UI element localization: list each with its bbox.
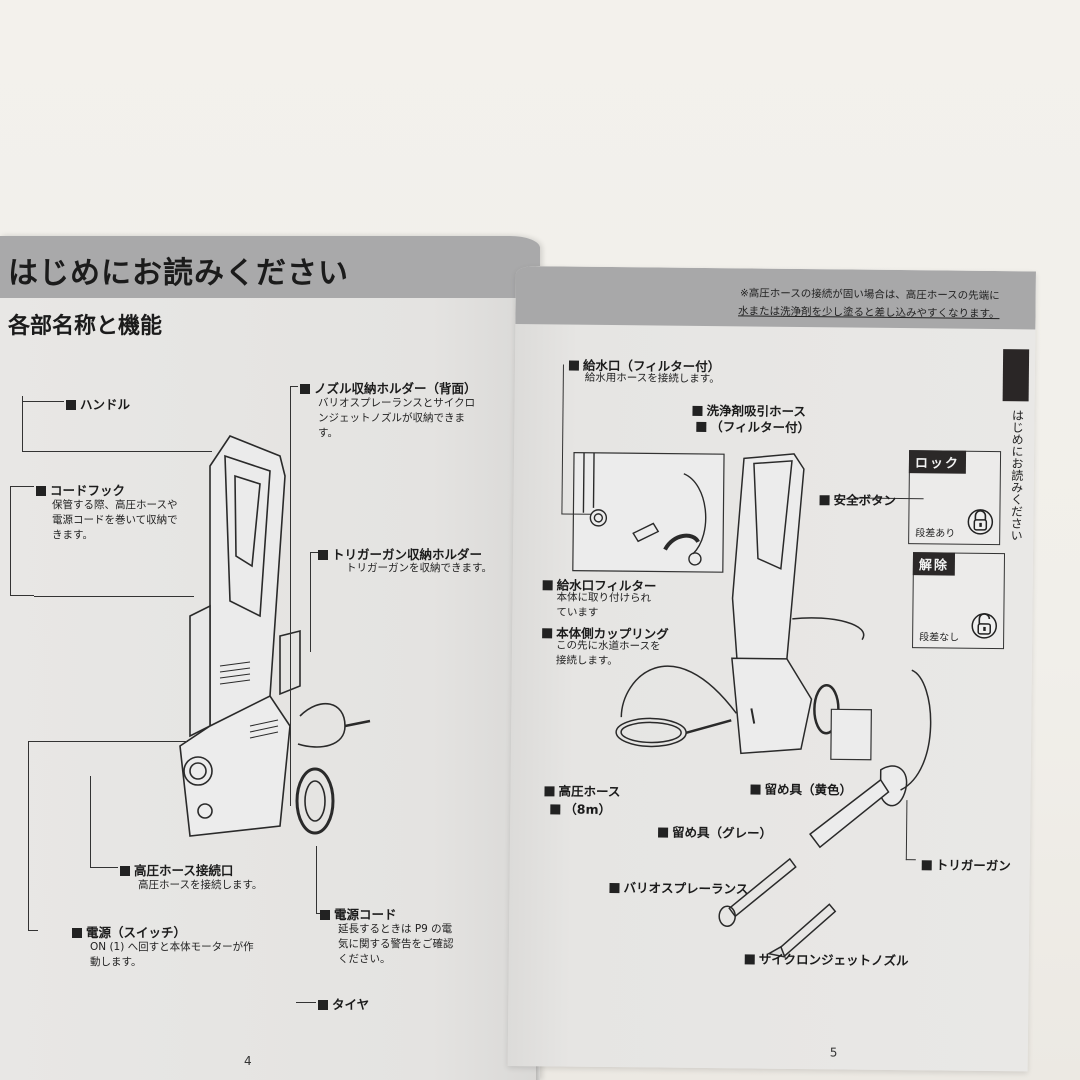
lock-closed-icon	[967, 509, 994, 535]
lock-tag: ロック	[908, 450, 967, 474]
chapter-tab	[1002, 349, 1030, 402]
part-desc-power-switch: ON (1) へ回すと本体モーターが作動します。	[90, 941, 254, 968]
part-label-power-cord: 電源コード	[320, 904, 397, 923]
part-label-trigger-gun: トリガーガン	[922, 854, 1011, 874]
header-note: ※高圧ホースの接続が固い場合は、高圧ホースの先端に 水または洗浄剤を少し塗ると差…	[738, 284, 1000, 323]
water-inlet-detail-illustration	[572, 452, 725, 573]
leader-line	[290, 386, 298, 806]
leader-line	[905, 800, 917, 861]
part-desc-trigger-gun-holder: トリガーガンを収納できます。	[346, 562, 492, 574]
pressure-washer-with-hose-illustration	[615, 453, 865, 755]
header-band	[0, 236, 540, 298]
part-desc-coupling: この先に水道ホースを接続します。	[555, 639, 661, 668]
part-label-vario-lance: バリオスプレーランス	[609, 877, 748, 897]
part-desc-power-cord: 延長するときは P9 の電気に関する警告をご確認ください。	[338, 923, 454, 965]
lance-nozzle-gun-illustration	[718, 669, 932, 958]
page-number: 5	[829, 1045, 838, 1060]
unlock-tag: 解除	[912, 552, 956, 576]
part-label-hose-connector: 高圧ホース接続口	[120, 860, 233, 879]
lock-open-icon	[971, 613, 998, 639]
part-desc-water-inlet: 給水用ホースを接続します。	[584, 371, 720, 386]
part-desc-inlet-filter: 本体に取り付けられています	[556, 591, 652, 619]
leader-line	[34, 596, 194, 597]
part-desc-hose-connector: 高圧ホースを接続します。	[138, 879, 263, 891]
leader-line	[28, 741, 38, 931]
leader-line	[28, 741, 188, 742]
safety-lock-panel: ロック 段差あり	[908, 450, 1002, 546]
safety-unlock-panel: 解除 段差なし	[912, 552, 1006, 650]
page-title: はじめにお読みください	[8, 256, 349, 291]
part-label-safety-button: 安全ボタン	[819, 489, 896, 509]
unlock-caption: 段差なし	[919, 632, 960, 644]
leader-line	[296, 1002, 316, 1003]
part-label-clip-yellow: 留め具（黄色）	[750, 778, 852, 798]
part-label-trigger-gun-holder: トリガーガン収納ホルダー	[318, 544, 482, 563]
leader-line	[10, 486, 34, 596]
leader-line	[561, 364, 593, 515]
page-number: 4	[244, 1054, 252, 1068]
part-label-detergent-hose-filter: （フィルター付）	[696, 416, 810, 436]
part-label-clip-gray: 留め具（グレー）	[658, 822, 772, 842]
pressure-washer-illustration	[179, 435, 371, 837]
leader-line	[22, 396, 212, 452]
note-line-2: 水または洗浄剤を少し塗ると差し込みやすくなります。	[738, 305, 1000, 321]
part-label-high-pressure-hose: 高圧ホース	[544, 780, 620, 800]
part-label-nozzle-holder: ノズル収納ホルダー（背面）	[300, 378, 477, 397]
part-label-cord-hook: コードフック	[36, 480, 125, 499]
part-desc-cord-hook: 保管する際、高圧ホースや電源コードを巻いて収納できます。	[52, 499, 178, 541]
leader-line	[310, 552, 318, 652]
part-label-hose-length: （8m）	[550, 798, 611, 818]
left-page: はじめにお読みください 各部名称と機能	[0, 236, 540, 1080]
part-label-handle: ハンドル	[66, 394, 130, 413]
chapter-tab-text: はじめにお読みください	[1009, 409, 1025, 542]
lock-caption: 段差あり	[915, 528, 956, 540]
part-label-tire: タイヤ	[318, 994, 369, 1013]
leader-line	[90, 776, 118, 868]
part-label-cyclone-nozzle: サイクロンジェットノズル	[745, 948, 909, 969]
section-title: 各部名称と機能	[8, 314, 163, 339]
part-label-power-switch: 電源（スイッチ）	[72, 922, 186, 941]
leader-line	[22, 401, 64, 402]
part-desc-nozzle-holder: バリオスプレーランスとサイクロンジェットノズルが収納できます。	[318, 397, 476, 439]
right-page: ※高圧ホースの接続が固い場合は、高圧ホースの先端に 水または洗浄剤を少し塗ると差…	[507, 266, 1036, 1072]
